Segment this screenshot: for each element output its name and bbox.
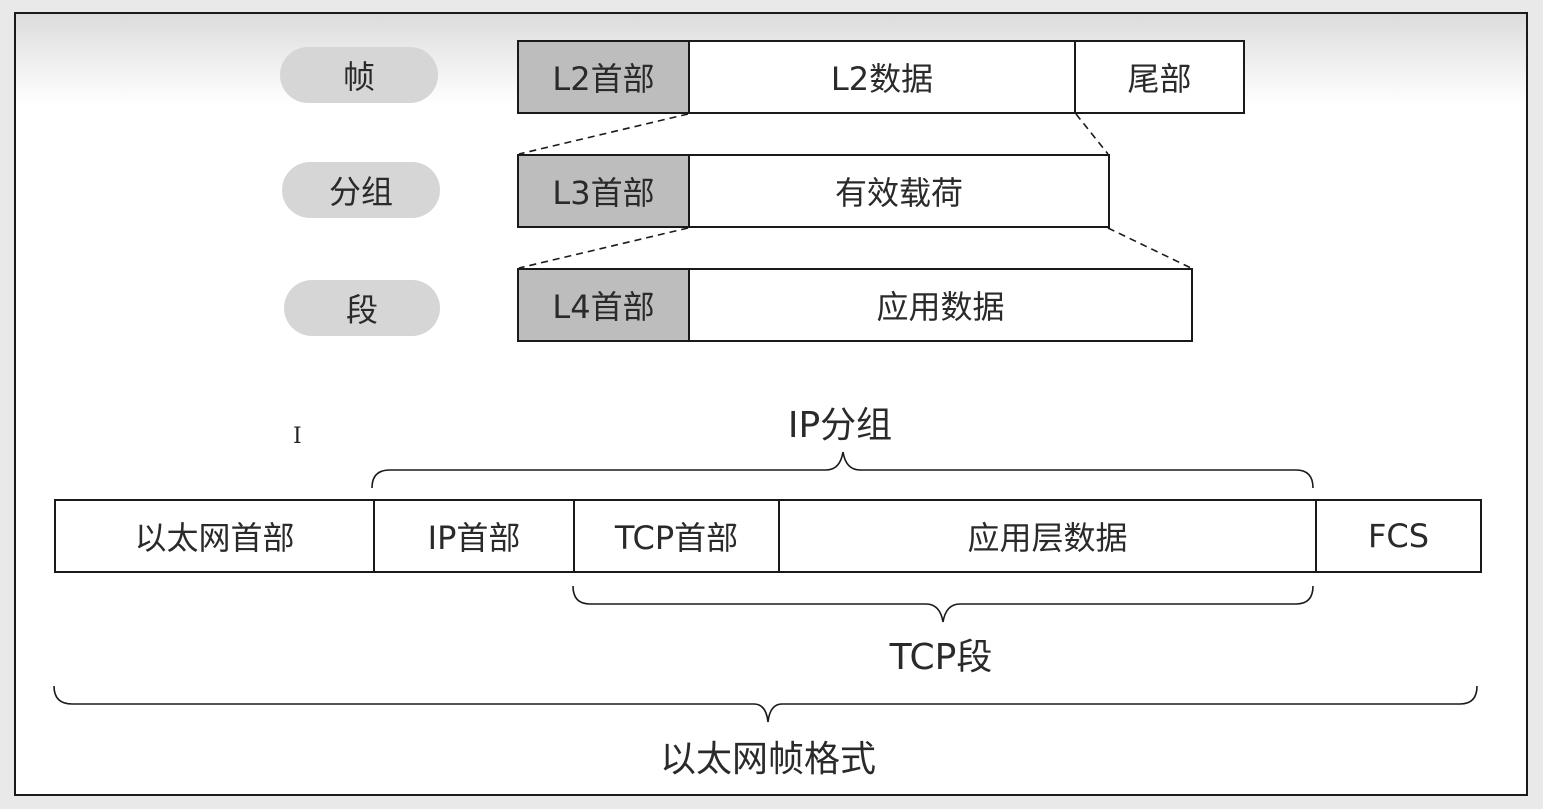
packet-pill: 分组 [282, 162, 440, 218]
l2-header-label: L2首部 [552, 60, 655, 98]
ip-packet-brace [371, 451, 1314, 489]
connector-l3-left [518, 227, 689, 269]
ethernet-frame-label: 以太网帧格式 [659, 739, 877, 780]
tcp-header-box: TCP首部 [573, 499, 780, 573]
ip-packet-label: IP分组 [787, 405, 893, 446]
packet-pill-label: 分组 [328, 173, 393, 211]
ip-header-box: IP首部 [373, 499, 575, 573]
ethernet-frame-brace [53, 685, 1478, 723]
app-layer-data-label: 应用层数据 [967, 519, 1128, 557]
l3-header-box: L3首部 [517, 154, 690, 228]
payload-label: 有效载荷 [834, 174, 963, 212]
connector-l2-left [518, 113, 689, 155]
app-data-label: 应用数据 [876, 288, 1005, 326]
l4-header-label: L4首部 [552, 288, 655, 326]
tcp-segment-brace [572, 585, 1314, 623]
fcs-box: FCS [1315, 499, 1482, 573]
connector-l3-right [1107, 227, 1192, 269]
eth-header-label: 以太网首部 [134, 519, 295, 557]
text-cursor-icon: I [293, 424, 302, 449]
tcp-segment-label: TCP段 [889, 637, 993, 678]
trailer-box: 尾部 [1074, 40, 1245, 114]
diagram-frame [14, 12, 1528, 796]
tcp-header-label: TCP首部 [614, 519, 739, 557]
segment-pill-label: 段 [345, 291, 378, 329]
payload-box: 有效载荷 [688, 154, 1110, 228]
connector-l2-right [1075, 113, 1109, 155]
l2-data-label: L2数据 [830, 60, 934, 98]
l4-header-box: L4首部 [517, 268, 690, 342]
frame-pill: 帧 [280, 47, 438, 103]
trailer-label: 尾部 [1127, 60, 1192, 98]
app-data-box: 应用数据 [688, 268, 1193, 342]
l3-header-label: L3首部 [552, 174, 655, 212]
fcs-label: FCS [1367, 517, 1430, 555]
ip-header-label: IP首部 [427, 519, 521, 557]
l2-data-box: L2数据 [688, 40, 1076, 114]
segment-pill: 段 [284, 280, 440, 336]
app-layer-data-box: 应用层数据 [778, 499, 1317, 573]
eth-header-box: 以太网首部 [54, 499, 375, 573]
frame-pill-label: 帧 [342, 58, 375, 96]
